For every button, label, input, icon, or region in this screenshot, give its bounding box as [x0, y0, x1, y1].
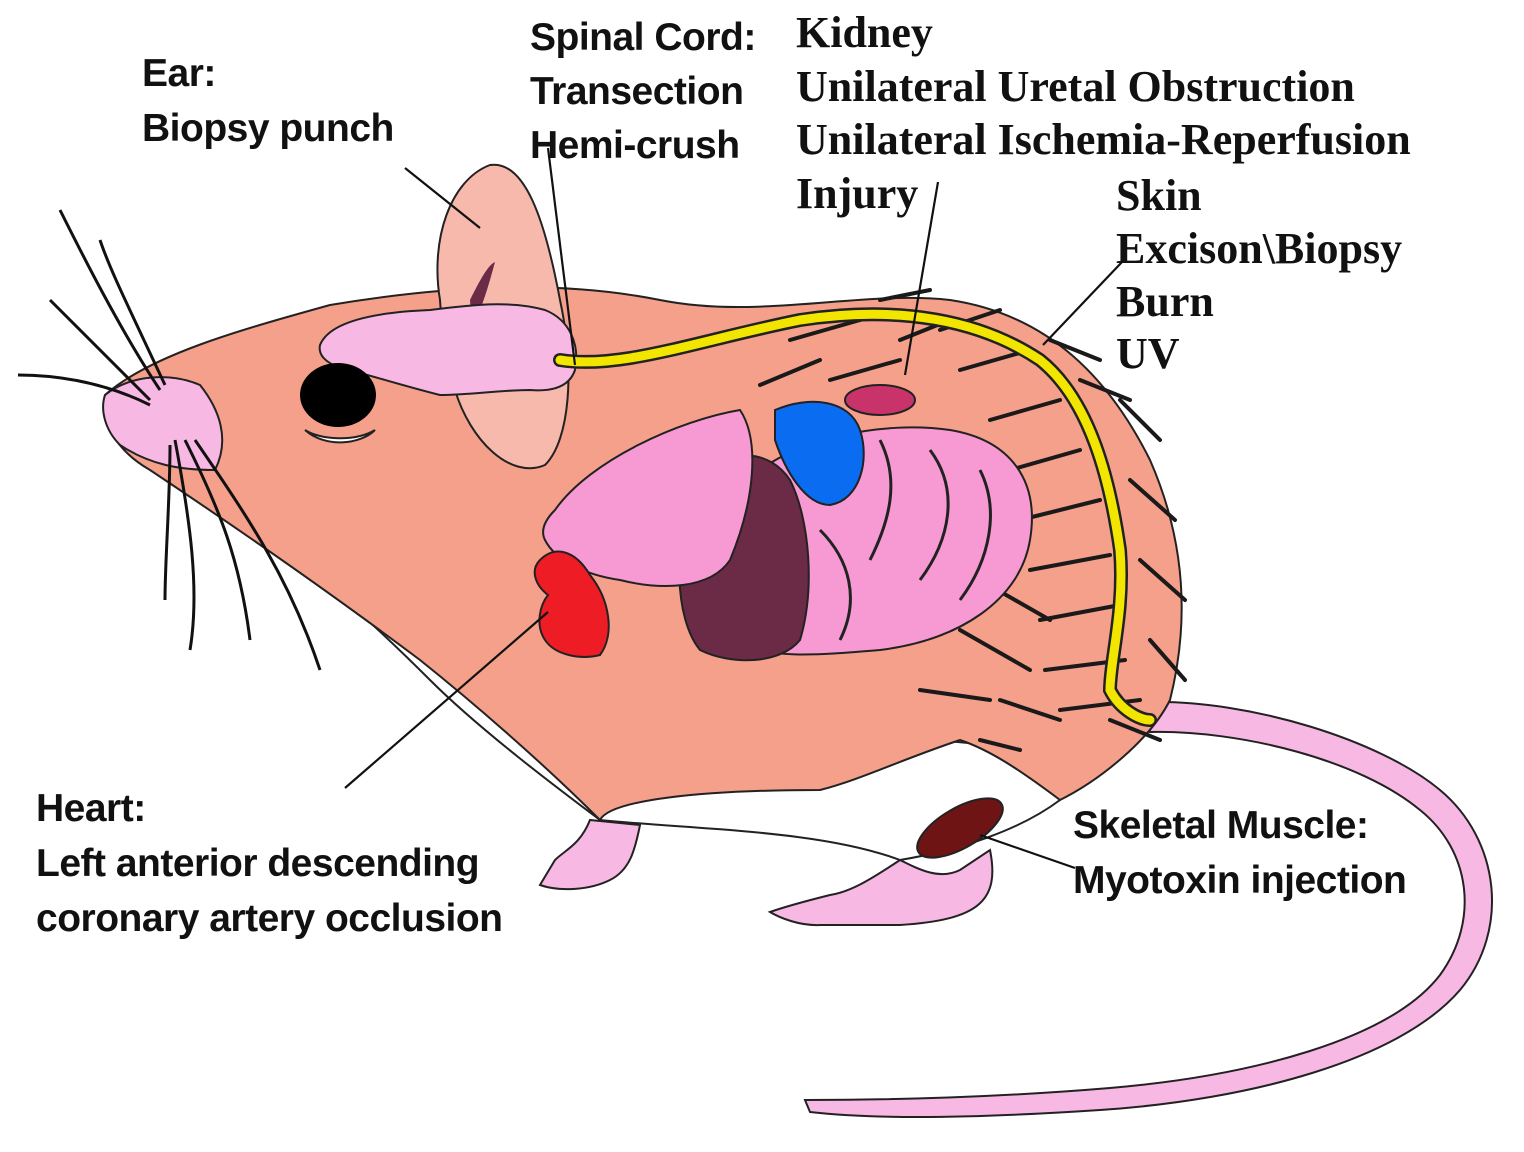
- hind-foot: [770, 850, 992, 925]
- skeletal-muscle-title: Skeletal Muscle:: [1073, 802, 1406, 851]
- skin-label: Skin Excison\Biopsy Burn UV: [1116, 170, 1402, 381]
- ear-procedure-1: Biopsy punch: [142, 105, 394, 154]
- heart-procedure-1: Left anterior descending: [36, 840, 503, 889]
- kidney: [845, 385, 915, 415]
- skin-title: Skin: [1116, 170, 1402, 223]
- spinal-cord-procedure-1: Transection: [530, 68, 756, 117]
- eye: [300, 363, 376, 427]
- spinal-cord-label: Spinal Cord: Transection Hemi-crush: [530, 14, 756, 170]
- heart-title: Heart:: [36, 785, 503, 834]
- skin-procedure-3: UV: [1116, 328, 1402, 381]
- ear-title: Ear:: [142, 50, 394, 99]
- heart-label: Heart: Left anterior descending coronary…: [36, 785, 503, 943]
- skin-procedure-2: Burn: [1116, 276, 1402, 329]
- skeletal-muscle-label: Skeletal Muscle: Myotoxin injection: [1073, 802, 1406, 906]
- skeletal-muscle-procedure-1: Myotoxin injection: [1073, 857, 1406, 906]
- heart-procedure-2: coronary artery occlusion: [36, 895, 503, 944]
- ear-label: Ear: Biopsy punch: [142, 50, 394, 154]
- spinal-cord-procedure-2: Hemi-crush: [530, 122, 756, 171]
- kidney-procedure-2: Unilateral Ischemia-Reperfusion: [796, 113, 1411, 167]
- spinal-cord-title: Spinal Cord:: [530, 14, 756, 63]
- kidney-procedure-1: Unilateral Uretal Obstruction: [796, 60, 1411, 114]
- front-foot: [540, 820, 640, 889]
- skin-procedure-1: Excison\Biopsy: [1116, 223, 1402, 276]
- kidney-title: Kidney: [796, 6, 1411, 60]
